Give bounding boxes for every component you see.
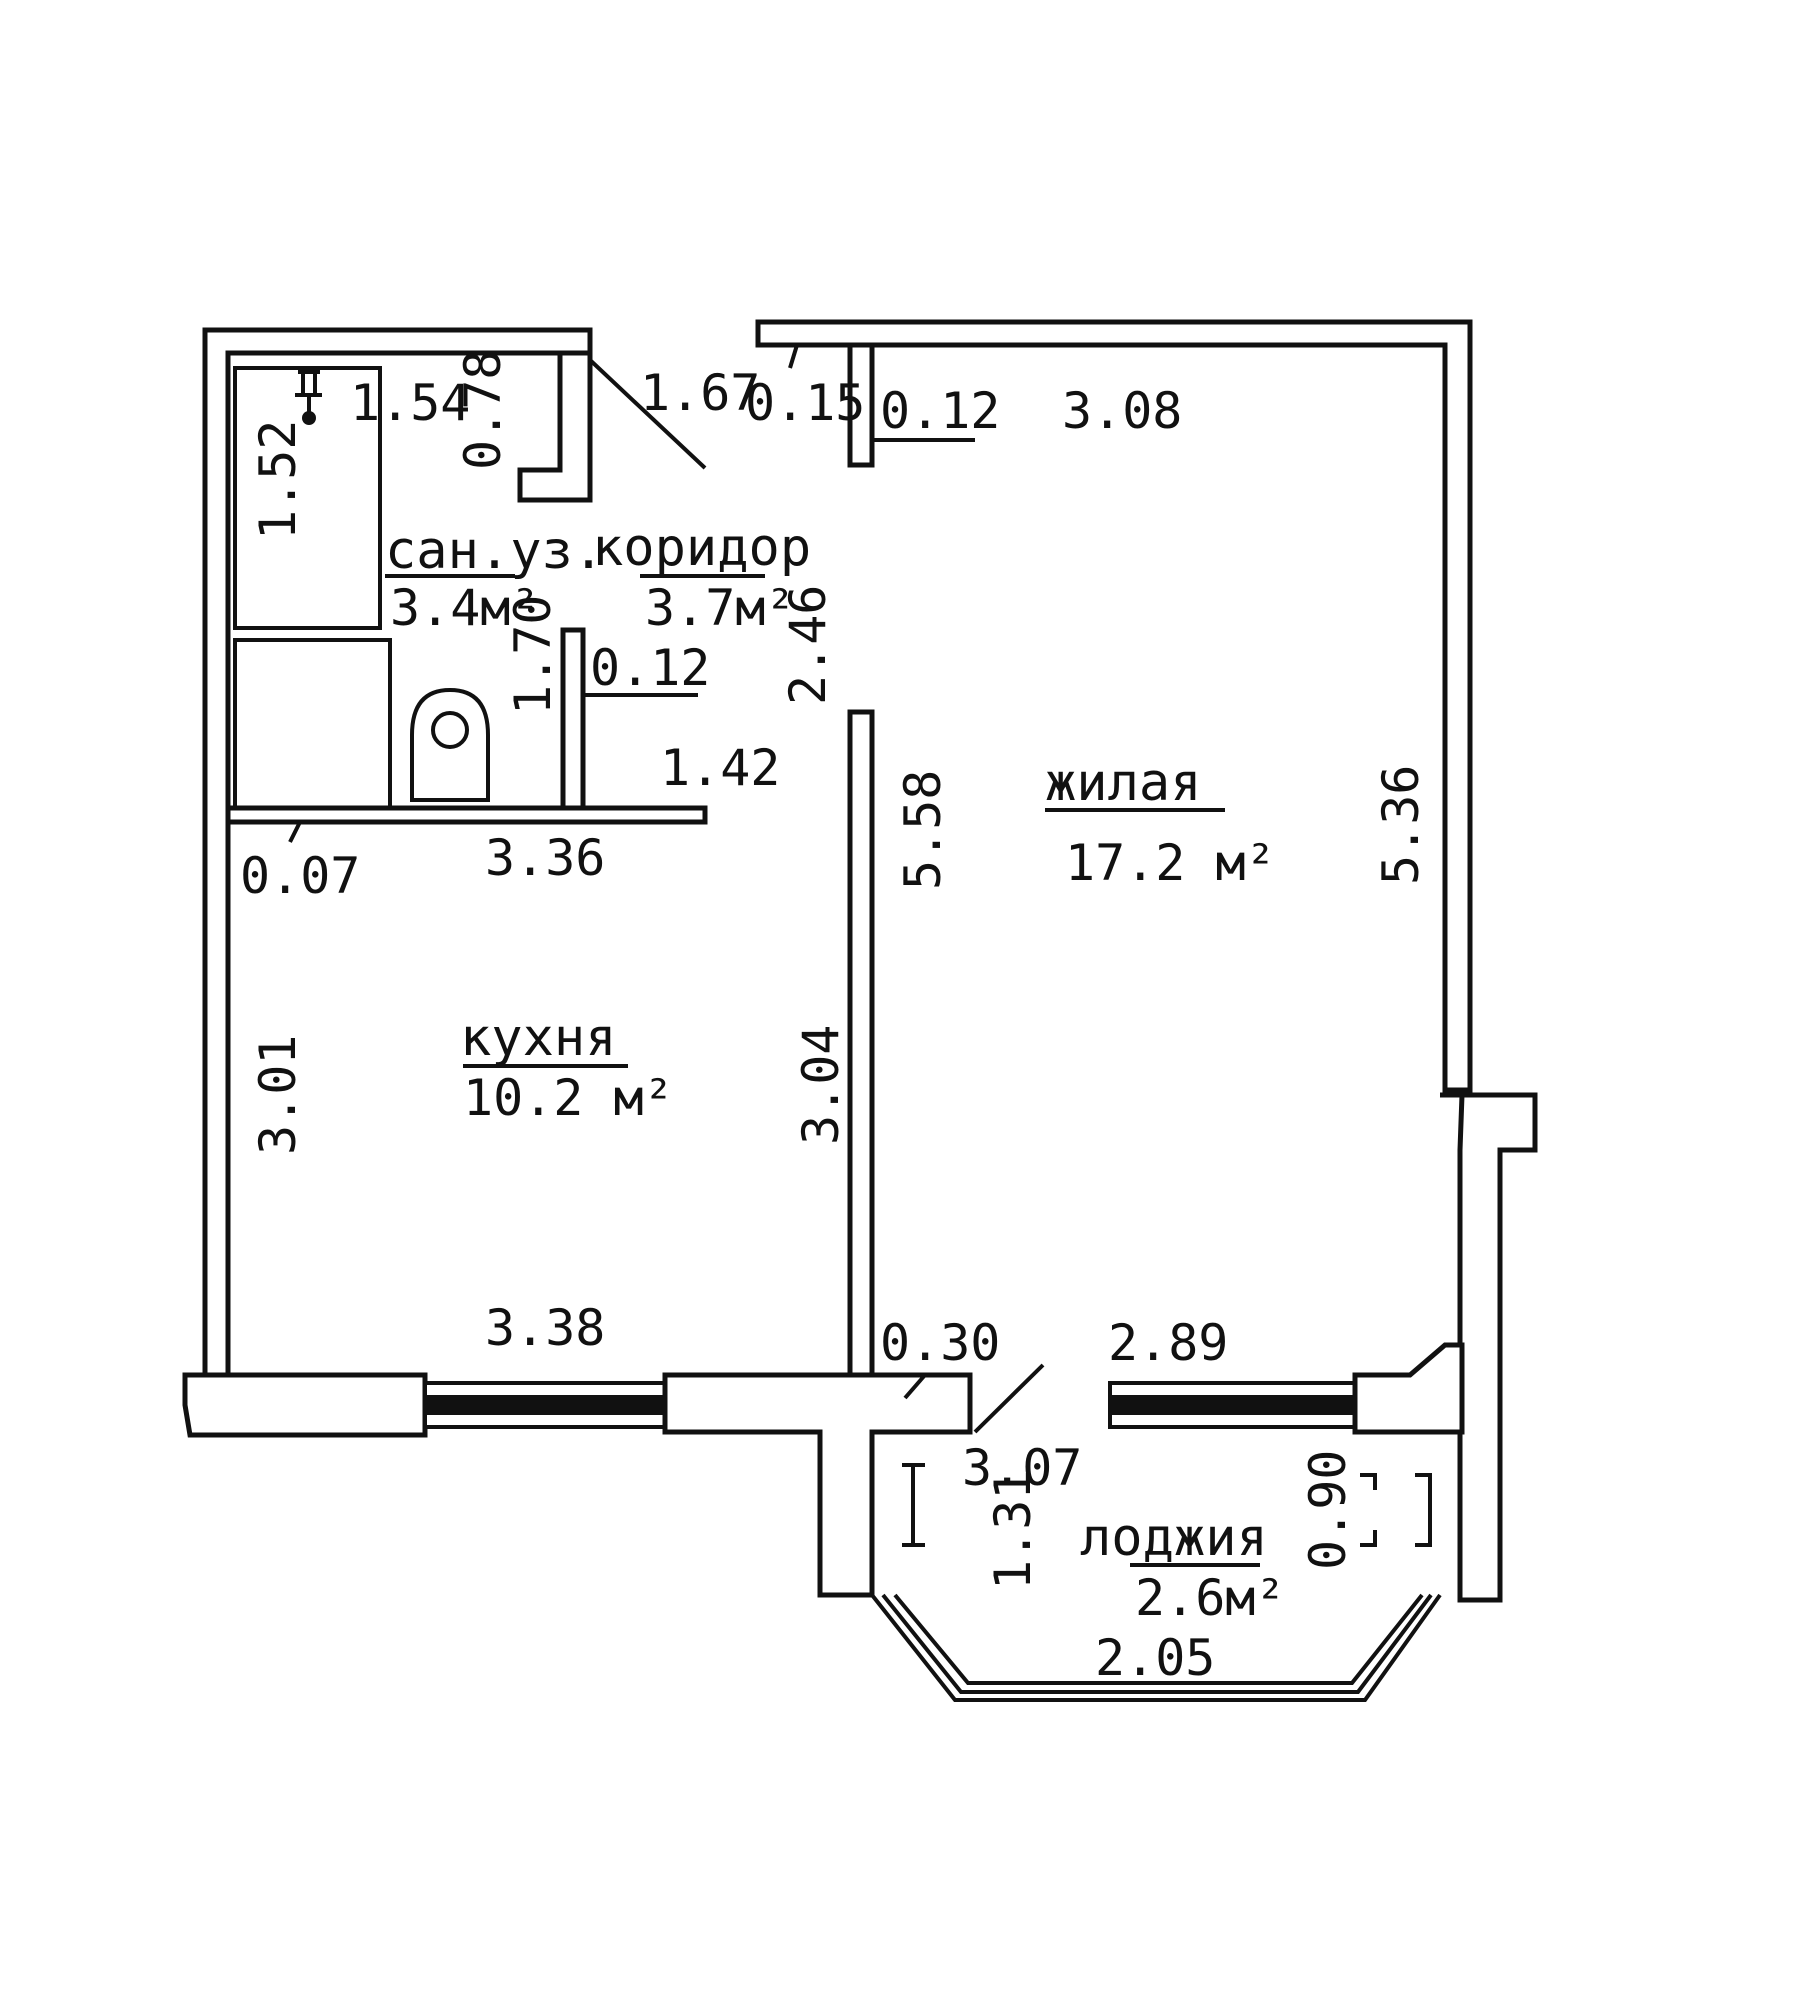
toilet-seat-icon <box>431 711 469 749</box>
living-name: жилая <box>1045 753 1202 813</box>
faucet-icon <box>295 370 322 415</box>
dim-0-78: 0.78 <box>454 350 512 470</box>
dim-1-31: 1.31 <box>984 1470 1042 1590</box>
dim-0-15: 0.15 <box>745 374 865 432</box>
loggia-name: лоджия <box>1080 1508 1268 1568</box>
wall-bottom-left <box>182 1372 428 1438</box>
faucet-drain-icon <box>302 411 316 425</box>
dim-1-67: 1.67 <box>640 364 760 422</box>
wall-entrance-jamb <box>517 350 593 503</box>
corridor-name: коридор <box>592 518 811 578</box>
dim-2-46: 2.46 <box>779 585 837 705</box>
wall-stub-top <box>847 342 875 468</box>
toilet-icon <box>410 687 490 802</box>
dim-0-30: 0.30 <box>880 1314 1000 1372</box>
wall-top-right <box>755 319 1473 1093</box>
dim-1-70: 1.70 <box>504 595 562 715</box>
dim-3-08: 3.08 <box>1062 382 1182 440</box>
door-tick-0-30 <box>903 1373 927 1400</box>
loggia-glazing-mid <box>881 1593 1433 1694</box>
wall-right-lower <box>1440 1092 1538 1603</box>
dim-2-89: 2.89 <box>1108 1314 1228 1372</box>
door-tick-0-15 <box>788 344 799 369</box>
kitchen-name: кухня <box>460 1008 617 1068</box>
dim-0-12-mid: 0.12 <box>590 639 710 697</box>
loggia-area: 2.6м² <box>1135 1569 1286 1627</box>
kitchen-window-glass <box>425 1395 665 1415</box>
wall-kitchen-living <box>847 709 875 1378</box>
dim-3-07: 3.07 <box>962 1439 1082 1497</box>
wall-bathroom-bottom <box>225 805 708 825</box>
dim-0-90: 0.90 <box>1299 1450 1357 1570</box>
dim-0-07: 0.07 <box>240 847 360 905</box>
dim-3-01: 3.01 <box>249 1035 307 1155</box>
dim-0-12-top: 0.12 <box>880 382 1000 440</box>
bathroom-name: сан.уз. <box>385 521 604 581</box>
kitchen-area: 10.2 м² <box>463 1069 674 1127</box>
loggia-glazing-outer <box>870 1593 1442 1702</box>
living-area: 17.2 м² <box>1065 834 1276 892</box>
bathroom-area: 3.4м² <box>390 579 541 637</box>
loggia-glazing-inner <box>893 1593 1424 1685</box>
dim-3-04: 3.04 <box>792 1025 850 1145</box>
dim-1-52: 1.52 <box>249 420 307 540</box>
dim-5-36: 5.36 <box>1372 765 1430 885</box>
living-window-glass <box>1110 1395 1355 1415</box>
washbasin-area <box>233 638 392 810</box>
dim-3-36: 3.36 <box>485 829 605 887</box>
dim-1-42: 1.42 <box>660 739 780 797</box>
balcony-door-swing <box>973 1363 1045 1434</box>
corridor-area: 3.7м² <box>645 579 796 637</box>
dim-2-05: 2.05 <box>1095 1629 1215 1687</box>
loggia-bracket-left <box>902 1463 925 1547</box>
bathtub <box>233 366 382 630</box>
loggia-bracket-right <box>1360 1473 1432 1547</box>
dim-5-58: 5.58 <box>894 770 952 890</box>
leader-0-07 <box>288 821 302 843</box>
wall-bottom-right <box>1352 1342 1465 1435</box>
dim-1-54: 1.54 <box>350 374 470 432</box>
entrance-door-swing <box>588 358 707 470</box>
wall-bathroom-side <box>560 627 586 811</box>
wall-bottom-mid <box>662 1372 973 1598</box>
dim-3-38: 3.38 <box>485 1299 605 1357</box>
